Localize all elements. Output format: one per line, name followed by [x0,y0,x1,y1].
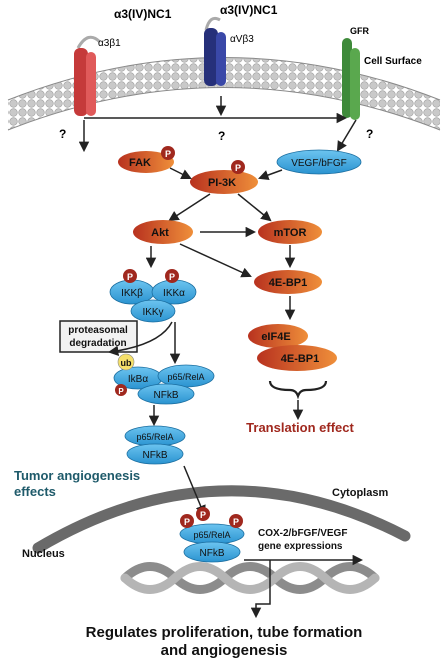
eif4e-label: eIF4E [261,331,290,343]
p65-relA-label-a: p65/RelA [167,372,204,382]
eif4e-4ebp1-complex: eIF4E 4E-BP1 [248,324,337,371]
phospho-fak: P [165,149,171,159]
nuclear-translocation-arrow [183,465,206,516]
question-mark-right: ? [366,127,373,141]
mtor-label: mTOR [274,227,307,239]
pi3k-input-arrows [168,167,283,222]
phospho-ikkb: P [127,272,133,282]
vegf-bfgf-label: VEGF/bFGF [291,158,347,169]
receptor-arrows [78,96,357,153]
ikk-arrows [107,321,181,365]
free-nfkb-complex: p65/RelA NFkB [124,425,186,465]
ikk-complex: IKKβ IKKα IKKγ P P [109,269,197,323]
ikba-nfkb-complex: IkBα p65/RelA NFkB ub P [113,353,215,405]
gfr-label: GFR [350,26,369,36]
phospho-nfkb-2: P [200,510,206,520]
translation-effect-label: Translation effect [246,420,354,435]
degradation-label: degradation [69,338,126,349]
integrin-avb3-label: αVβ3 [230,34,254,45]
vegf-bfgf-node: VEGF/bFGF [276,149,362,175]
akt-label: Akt [151,227,169,239]
akt-arrows [145,226,296,321]
tumor-angiogenesis-label: Tumor angiogenesis [14,468,140,483]
integrin-a3b1-label: α3β1 [98,38,121,49]
phospho-nfkb-3: P [233,517,239,527]
pi3k-label: PI-3K [208,177,236,189]
ikkb-label: IKKβ [121,288,143,299]
pi3k-node: PI-3K P [190,160,258,194]
ligand-label-left: α3(IV)NC1 [114,7,172,21]
4e-bp1-label-b: 4E-BP1 [281,353,320,365]
4e-bp1-label: 4E-BP1 [269,277,308,289]
p65-relA-label-b: p65/RelA [136,432,173,442]
nucleus-label: Nucleus [22,548,65,560]
nuclear-nfkb-complex: p65/RelA NFkB P P P [179,507,245,563]
ikkg-label: IKKγ [142,307,163,318]
dna-helix [120,562,380,594]
nfkb-label-b: NFkB [143,450,168,461]
gfr-receptor [342,38,360,120]
cell-surface-label: Cell Surface [364,56,422,67]
p65-relA-label-c: p65/RelA [193,530,230,540]
phospho-ikba: P [118,387,124,396]
outcome-line-1: Regulates proliferation, tube formation [86,624,363,641]
question-mark-left: ? [59,127,66,141]
ikka-label: IKKα [163,288,185,299]
proteasomal-degradation-box: proteasomal degradation [59,320,138,353]
nfkb-label-a: NFkB [154,390,179,401]
akt-node: Akt [133,220,193,244]
question-mark-mid: ? [218,129,225,143]
integrin-a3b1-receptor [74,35,102,116]
proteasomal-label: proteasomal [68,325,128,336]
nfkb-label-c: NFkB [200,548,225,559]
brace [268,380,328,400]
ikba-label: IkBα [128,374,148,385]
mtor-node: mTOR [258,220,322,244]
gene-list-label: COX-2/bFGF/VEGF [258,528,347,539]
gene-expressions-label: gene expressions [258,541,343,552]
fak-label: FAK [129,157,151,169]
outcome-line-2: and angiogenesis [161,642,288,659]
integrin-avb3-receptor [204,16,226,86]
cytoplasm-label: Cytoplasm [332,487,388,499]
phospho-pi3k: P [235,163,241,173]
tumor-effects-label: effects [14,484,56,499]
fak-node: FAK P [118,146,175,173]
4e-bp1-node: 4E-BP1 [254,270,322,294]
nuclear-membrane [32,485,411,554]
ligand-label-mid: α3(IV)NC1 [220,3,278,17]
gene-expression-arrows [244,554,364,619]
phospho-nfkb-1: P [184,517,190,527]
ubiquitin: ub [121,358,132,368]
phospho-ikka: P [169,272,175,282]
